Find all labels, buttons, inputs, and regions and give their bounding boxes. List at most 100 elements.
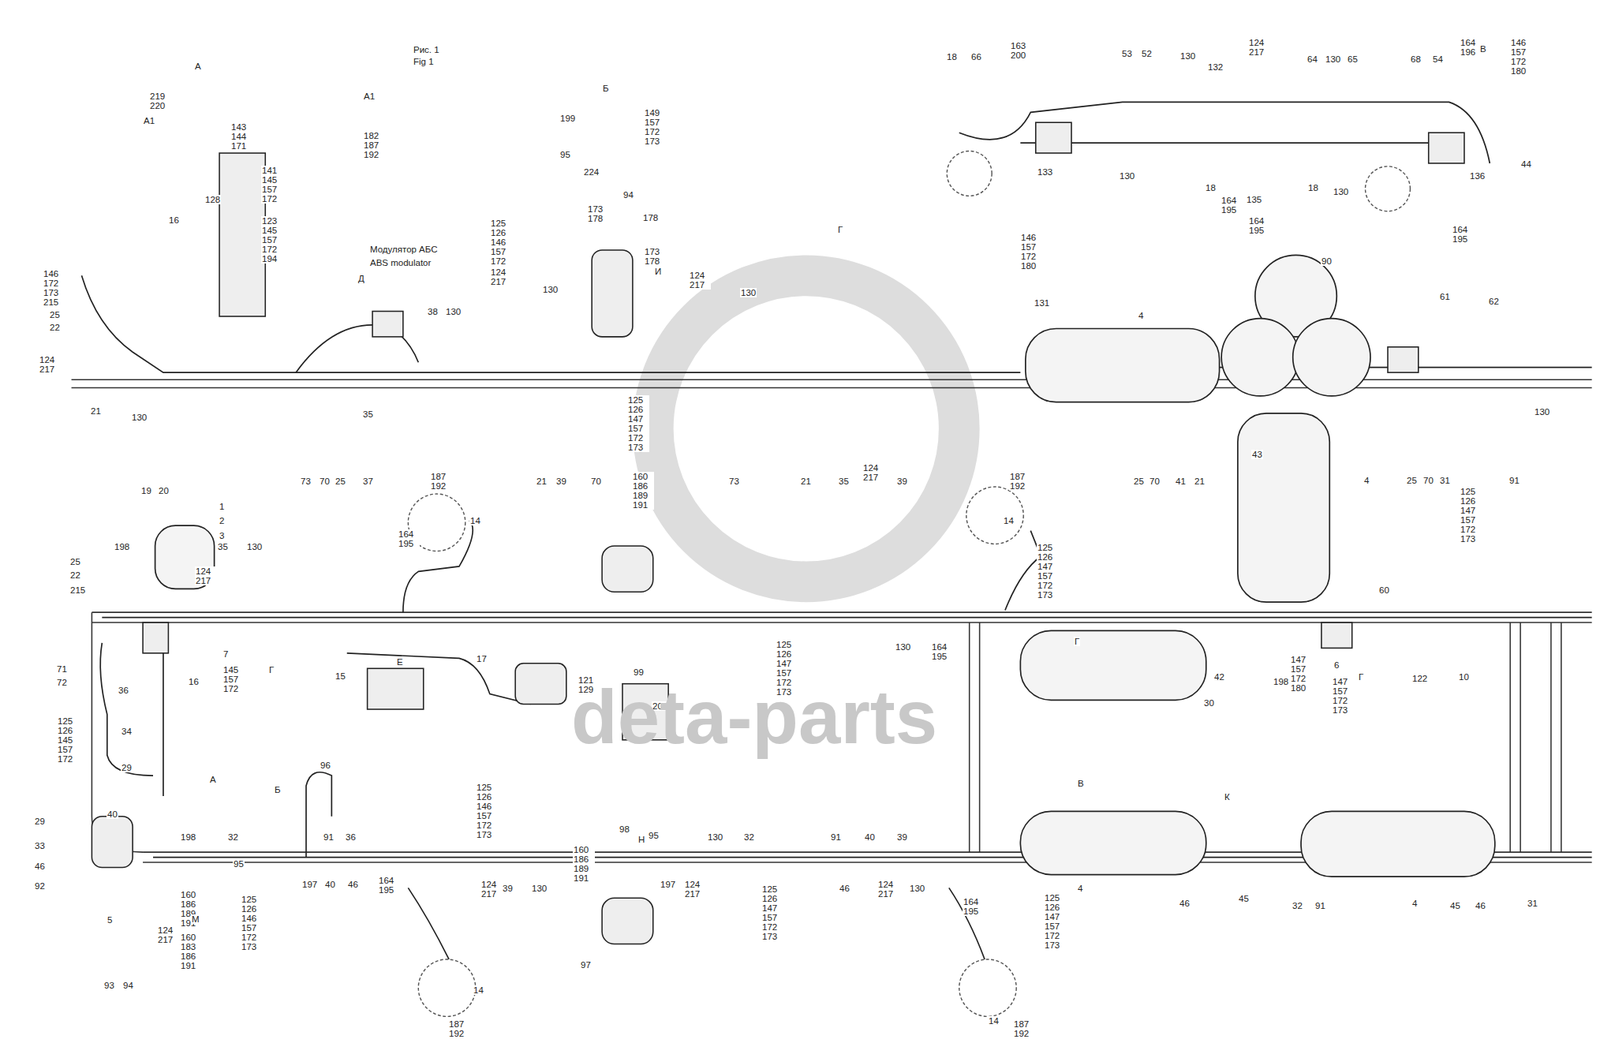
callout-number: 143 144 171 (230, 122, 253, 151)
callout-number: 164 195 (397, 529, 420, 549)
callout-number: 128 (204, 194, 221, 205)
callout-number: 122 (1411, 673, 1429, 684)
callout-number: 92 (33, 881, 46, 891)
callout-number: 147 157 172 180 (1289, 654, 1313, 693)
callout-number: 123 145 157 172 194 (261, 216, 284, 264)
callout-number: 146 172 173 215 (42, 269, 65, 307)
callout-number: 14 (472, 985, 485, 995)
callout-number: 124 217 (157, 925, 180, 945)
callout-number: 182 187 192 (362, 130, 386, 160)
callout-number: 164 195 (1248, 216, 1271, 236)
callout-number: 43 (1251, 449, 1264, 460)
callout-number: 124 217 (877, 879, 900, 899)
callout-number: 130 (1533, 407, 1551, 417)
watermark-logo (653, 275, 960, 582)
callout-number: Г (268, 665, 275, 675)
callout-number: 22 (69, 570, 82, 580)
callout-number: 29 (33, 816, 46, 827)
callout-number: 146 157 172 180 (1510, 37, 1533, 76)
callout-number: 18 (945, 52, 958, 62)
callout-number: 131 (1033, 298, 1051, 308)
callout-number: 160 186 189 191 (572, 844, 595, 883)
callout-number: Д (357, 273, 366, 284)
callout-number: 17 (475, 654, 488, 664)
callout-number: 146 157 172 180 (1020, 232, 1043, 271)
callout-number: 62 (1487, 296, 1500, 307)
air-tanks (155, 254, 1496, 877)
callout-number: 135 (1245, 194, 1263, 205)
callout-number: 37 (362, 476, 374, 486)
callout-number: Г (1073, 636, 1081, 647)
callout-number: 2 (218, 515, 225, 526)
callout-number: 187 192 (448, 1019, 471, 1039)
callout-number: 98 (618, 824, 631, 834)
valves (91, 122, 1465, 944)
callout-number: К (1223, 792, 1231, 802)
callout-number: 125 126 147 157 172 173 (1043, 893, 1066, 950)
callout-number: 95 (559, 149, 572, 160)
callout-number: 130 (542, 284, 559, 295)
callout-number: 40 (106, 809, 119, 819)
callout-number: 21 (1193, 476, 1206, 486)
callout-number: 130 (530, 883, 548, 894)
callout-number: 160 186 189 191 (631, 471, 655, 510)
callout-number: 40 (324, 879, 337, 890)
callout-number: 133 (1036, 167, 1054, 177)
callout-number: 16 (168, 215, 180, 225)
callout-number: 4 (1137, 310, 1144, 321)
callout-number: 95 (647, 830, 660, 841)
callout-number: 1 (218, 501, 225, 512)
callout-number: 197 (659, 879, 677, 890)
callout-number: 94 (622, 190, 635, 200)
callout-number: 4 (1411, 898, 1418, 909)
callout-number: 18 (1307, 183, 1320, 193)
callout-number: 95 (232, 859, 245, 869)
callout-number: 68 (1409, 54, 1422, 64)
callout-number: 124 217 (1248, 37, 1271, 57)
callout-number: 14 (469, 515, 482, 526)
callout-number: 163 200 (1009, 41, 1032, 60)
callout-number: 124 217 (38, 355, 61, 374)
callout-number: В (1076, 778, 1085, 789)
callout-number: 132 (1207, 62, 1224, 72)
callout-number: Модулятор АБС (369, 244, 439, 255)
callout-number: 124 217 (684, 879, 707, 899)
callout-number: 35 (362, 409, 374, 419)
callout-number: 125 126 147 157 172 173 (627, 395, 650, 453)
callout-number: 173 178 (643, 246, 666, 266)
callout-number: 125 126 147 157 172 173 (761, 884, 784, 942)
callout-number: 70 (1148, 476, 1161, 486)
callout-number: 38 (426, 306, 439, 317)
callout-number: 125 126 145 157 172 (56, 716, 79, 764)
callout-number: 19 (140, 485, 153, 496)
callout-number: 6 (1333, 660, 1340, 670)
callout-number: 90 (1320, 256, 1333, 266)
callout-number: 22 (48, 322, 61, 333)
callout-number: 70 (590, 476, 602, 486)
callout-number: 46 (347, 879, 359, 890)
callout-number: Е (396, 657, 404, 667)
callout-number: 145 157 172 (222, 665, 245, 694)
callout-number: 25 (48, 310, 61, 320)
callout-number: 33 (33, 841, 46, 851)
callout-number: 198 (179, 832, 197, 842)
callout-number: 198 (1272, 676, 1290, 687)
callout-number: 29 (120, 762, 133, 773)
callout-number: 124 217 (194, 566, 217, 586)
callout-number: 44 (1520, 159, 1533, 169)
callout-number: 124 217 (688, 270, 711, 290)
callout-number: 94 (122, 980, 135, 991)
callout-number: 187 192 (1009, 471, 1032, 491)
callout-number: 46 (1178, 898, 1191, 909)
callout-number: 71 (56, 664, 68, 674)
watermark: deta-parts (571, 673, 938, 761)
callout-number: 15 (334, 671, 347, 681)
callout-number: Г (837, 224, 844, 235)
callout-number: 21 (535, 476, 548, 486)
callout-number: Fig 1 (412, 56, 435, 67)
chassis (71, 379, 1593, 863)
callout-number: 46 (838, 883, 851, 894)
callout-number: 187 192 (429, 471, 453, 491)
callout-number: 45 (1237, 893, 1250, 904)
